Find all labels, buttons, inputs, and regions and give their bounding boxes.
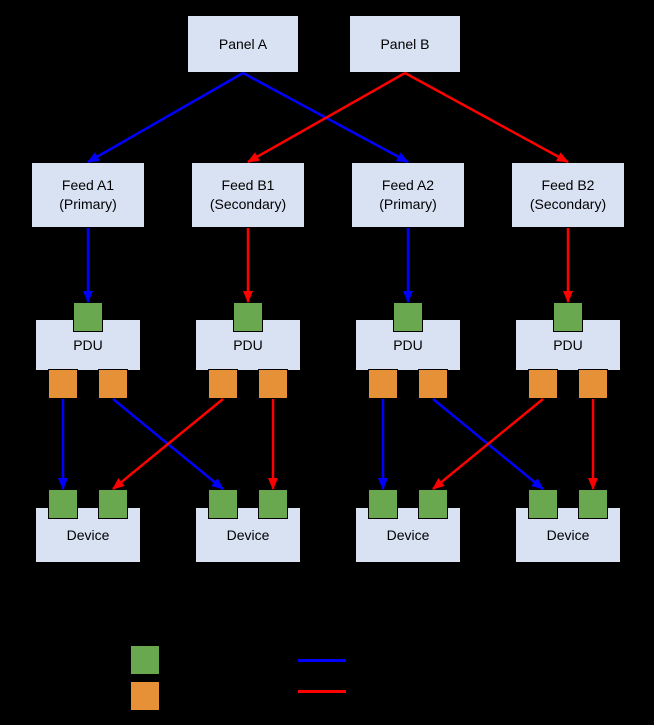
feed-a2-box: Feed A2 (Primary) xyxy=(351,162,465,228)
pdu-1-label: PDU xyxy=(73,336,103,353)
device-3-input-port-left xyxy=(368,489,398,519)
feed-b2-role: (Secondary) xyxy=(529,196,607,212)
edge-panel-b-to-feed-b2 xyxy=(404,71,569,164)
pdu-2-outlet-port-right xyxy=(258,369,288,399)
device-2-input-port-right xyxy=(258,489,288,519)
feed-a1-box: Feed A1 (Primary) xyxy=(31,162,145,228)
pdu-4-outlet-port-left xyxy=(528,369,558,399)
pdu-4-label: PDU xyxy=(553,336,583,353)
device-1-input-port-right xyxy=(98,489,128,519)
device-2-input-port-left xyxy=(208,489,238,519)
edge-panel-b-to-feed-b1 xyxy=(247,71,406,164)
legend-secondary-path-line xyxy=(298,690,346,693)
device-1-label: Device xyxy=(66,526,110,543)
pdu-1-outlet-port-right xyxy=(98,369,128,399)
pdu-4-box: PDU xyxy=(515,319,621,371)
legend-inlet-port-swatch xyxy=(130,645,160,675)
pdu-2-label: PDU xyxy=(233,336,263,353)
pdu-4-outlet-port-right xyxy=(578,369,608,399)
pdu-3-outlet-port-left xyxy=(368,369,398,399)
pdu-4-inlet-port xyxy=(553,302,583,332)
pdu-3-outlet-port-right xyxy=(418,369,448,399)
edge-panel-a-to-feed-a2 xyxy=(242,71,409,164)
device-4-label: Device xyxy=(546,526,590,543)
pdu-2-inlet-port xyxy=(233,302,263,332)
feed-b2-box: Feed B2 (Secondary) xyxy=(511,162,625,228)
device-2-label: Device xyxy=(226,526,270,543)
feed-b1-box: Feed B1 (Secondary) xyxy=(191,162,305,228)
panel-b-label: Panel B xyxy=(380,35,430,52)
pdu-2-box: PDU xyxy=(195,319,301,371)
panel-a-label: Panel A xyxy=(218,35,268,52)
panel-b-box: Panel B xyxy=(349,15,461,73)
feed-a1-name: Feed A1 xyxy=(61,177,115,194)
pdu-1-outlet-port-left xyxy=(48,369,78,399)
edge-pdu-3-out-right-to-device-4-in-left xyxy=(432,398,544,490)
feed-a1-role: (Primary) xyxy=(59,196,117,212)
pdu-3-label: PDU xyxy=(393,336,423,353)
legend-outlet-port-swatch xyxy=(130,681,160,711)
pdu-3-inlet-port xyxy=(393,302,423,332)
panel-a-box: Panel A xyxy=(187,15,299,73)
edge-pdu-2-out-left-to-device-1-in-right xyxy=(112,398,224,490)
feed-b1-name: Feed B1 xyxy=(221,177,275,194)
device-4-input-port-left xyxy=(528,489,558,519)
edge-panel-a-to-feed-a1 xyxy=(87,71,244,164)
device-3-label: Device xyxy=(386,526,430,543)
device-1-input-port-left xyxy=(48,489,78,519)
edge-pdu-4-out-left-to-device-3-in-right xyxy=(432,398,544,490)
legend-primary-path-line xyxy=(298,659,346,662)
edge-pdu-1-out-right-to-device-2-in-left xyxy=(112,398,224,490)
feed-a2-role: (Primary) xyxy=(379,196,437,212)
device-3-input-port-right xyxy=(418,489,448,519)
pdu-2-outlet-port-left xyxy=(208,369,238,399)
feed-b1-role: (Secondary) xyxy=(209,196,287,212)
feed-a2-name: Feed A2 xyxy=(381,177,435,194)
pdu-1-inlet-port xyxy=(73,302,103,332)
feed-b2-name: Feed B2 xyxy=(541,177,595,194)
device-4-input-port-right xyxy=(578,489,608,519)
